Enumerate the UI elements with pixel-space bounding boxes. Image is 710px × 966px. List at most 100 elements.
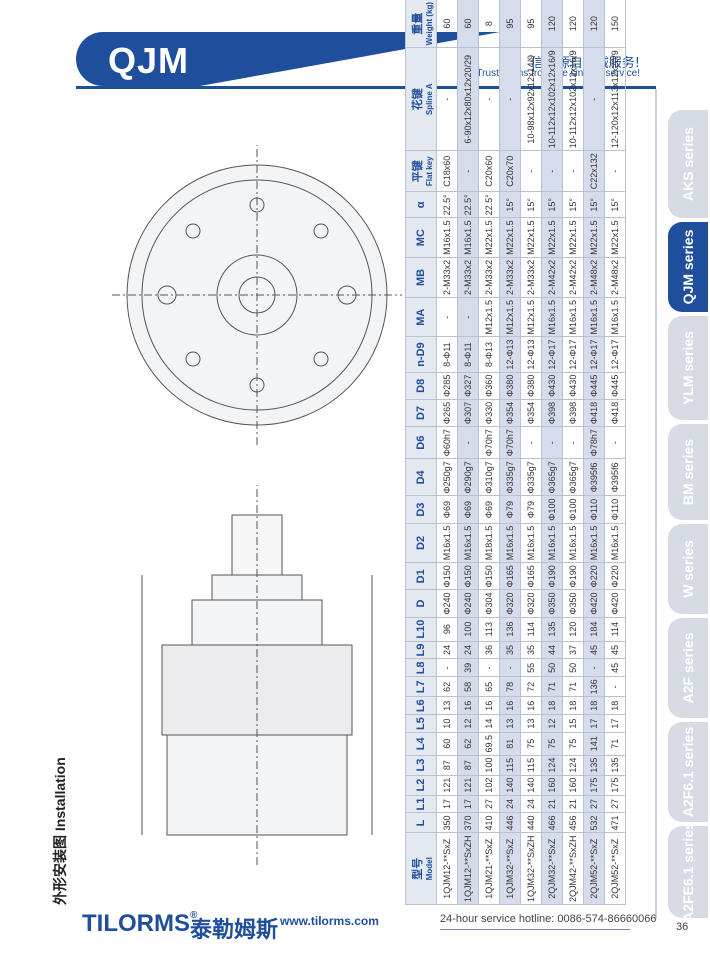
tab-ylm-series[interactable]: YLM series xyxy=(668,316,708,420)
table-cell: M22x1.5 xyxy=(499,217,521,258)
table-cell: M16x1.5 xyxy=(541,523,563,563)
table-cell: - xyxy=(604,426,626,459)
table-cell: 17 xyxy=(457,795,479,813)
table-cell: 87 xyxy=(436,755,458,776)
table-cell: Φ70h7 xyxy=(478,426,500,459)
col-header: D1 xyxy=(405,562,437,590)
col-header: D xyxy=(405,589,437,618)
table-cell: - xyxy=(457,150,479,192)
table-cell: 446 xyxy=(499,812,521,833)
tab-a2f61-series[interactable]: A2F6.1 series xyxy=(668,722,708,822)
col-header: D8 xyxy=(405,372,437,400)
table-cell: 21 xyxy=(562,795,584,813)
table-cell: 22.5° xyxy=(436,191,458,218)
table-cell: Φ398 xyxy=(562,399,584,427)
tab-label: A2FE6.1 series xyxy=(680,822,696,922)
table-cell: Φ430 xyxy=(562,372,584,400)
table-cell: 27 xyxy=(583,795,605,813)
header-wedge xyxy=(200,32,500,86)
table-cell: 55 xyxy=(520,658,542,677)
col-header: L1 xyxy=(405,795,437,813)
table-cell: 10-112x12x102x12x16/9 xyxy=(541,47,563,151)
table-cell: Φ350 xyxy=(562,589,584,618)
page-number: 36 xyxy=(676,921,689,933)
table-cell: Φ100 xyxy=(541,496,563,524)
table-cell: 95 xyxy=(520,0,542,48)
table-cell: Φ190 xyxy=(541,562,563,590)
table-cell: Φ445 xyxy=(583,372,605,400)
table-cell: 13 xyxy=(520,714,542,733)
table-cell: M16x1.5 xyxy=(541,297,563,337)
table-cell: 14 xyxy=(478,714,500,733)
table-cell: 75 xyxy=(541,732,563,756)
table-cell: 121 xyxy=(457,775,479,796)
table-cell: 69.5 xyxy=(478,732,500,756)
table-cell: 121 xyxy=(436,775,458,796)
col-header: L xyxy=(405,812,437,833)
col-header: MC xyxy=(405,217,437,258)
tab-aks-series[interactable]: AKS series xyxy=(668,110,708,218)
table-cell: 102 xyxy=(478,775,500,796)
table-cell: 114 xyxy=(604,617,626,642)
table-cell: 8 xyxy=(478,0,500,48)
tab-a2fe61-series[interactable]: A2FE6.1 series xyxy=(668,822,708,922)
table-cell: 12-Φ17 xyxy=(604,336,626,373)
table-cell: 136 xyxy=(583,676,605,697)
table-cell: 113 xyxy=(478,617,500,642)
table-cell: - xyxy=(583,47,605,151)
tab-a2f-series[interactable]: A2F series xyxy=(668,618,708,718)
table-cell: Φ335g7 xyxy=(520,458,542,496)
table-cell: - xyxy=(499,47,521,151)
table-cell: 10-112x12x102x12x16/9 xyxy=(562,47,584,151)
col-header: L2 xyxy=(405,775,437,796)
installation-drawing xyxy=(112,145,402,865)
table-cell: Φ395f6 xyxy=(604,458,626,496)
table-cell: - xyxy=(436,658,458,677)
table-cell: Φ360 xyxy=(478,372,500,400)
table-cell: 17 xyxy=(604,714,626,733)
table-cell: M16x1.5 xyxy=(436,523,458,563)
table-cell: Φ320 xyxy=(499,589,521,618)
table-cell: - xyxy=(457,426,479,459)
table-cell: 471 xyxy=(604,812,626,833)
table-cell: 15° xyxy=(562,191,584,218)
table-cell: M16x1.5 xyxy=(604,297,626,337)
col-header: L8 xyxy=(405,658,437,677)
table-cell: - xyxy=(499,658,521,677)
table-cell: Φ395f6 xyxy=(583,458,605,496)
table-cell: 24 xyxy=(457,641,479,659)
col-header: L6 xyxy=(405,696,437,715)
table-cell: 62 xyxy=(457,732,479,756)
table-cell: 13 xyxy=(436,696,458,715)
table-cell: 2-M42x2 xyxy=(541,257,563,298)
table-cell: 6-90x12x80x12x20/29 xyxy=(457,47,479,151)
table-cell: Φ398 xyxy=(541,399,563,427)
table-cell: 124 xyxy=(562,755,584,776)
tab-w-series[interactable]: W series xyxy=(668,524,708,614)
table-cell: - xyxy=(604,676,626,697)
section-title: 外形安装图 Installation xyxy=(52,757,68,905)
table-cell: 75 xyxy=(520,732,542,756)
col-header: α xyxy=(405,191,437,218)
tab-label: W series xyxy=(680,540,696,598)
table-cell: 12-Φ17 xyxy=(583,336,605,373)
table-cell: 350 xyxy=(436,812,458,833)
table-cell: 114 xyxy=(520,617,542,642)
table-cell: Φ430 xyxy=(541,372,563,400)
tab-qjm-series[interactable]: QJM series xyxy=(668,222,708,312)
table-cell: 150 xyxy=(604,0,626,48)
table-cell: 45 xyxy=(604,658,626,677)
model-cell: 2QJM52-**SxZ xyxy=(583,832,605,905)
table-cell: 15° xyxy=(583,191,605,218)
website-link[interactable]: www.tilorms.com xyxy=(280,914,379,928)
table-cell: 15 xyxy=(562,714,584,733)
table-cell: 12-Φ13 xyxy=(499,336,521,373)
table-cell: 8-Φ11 xyxy=(457,336,479,373)
table-cell: Φ110 xyxy=(604,496,626,524)
model-cell: 1QJM12-**SxZ xyxy=(436,832,458,905)
tab-bm-series[interactable]: BM series xyxy=(668,424,708,520)
